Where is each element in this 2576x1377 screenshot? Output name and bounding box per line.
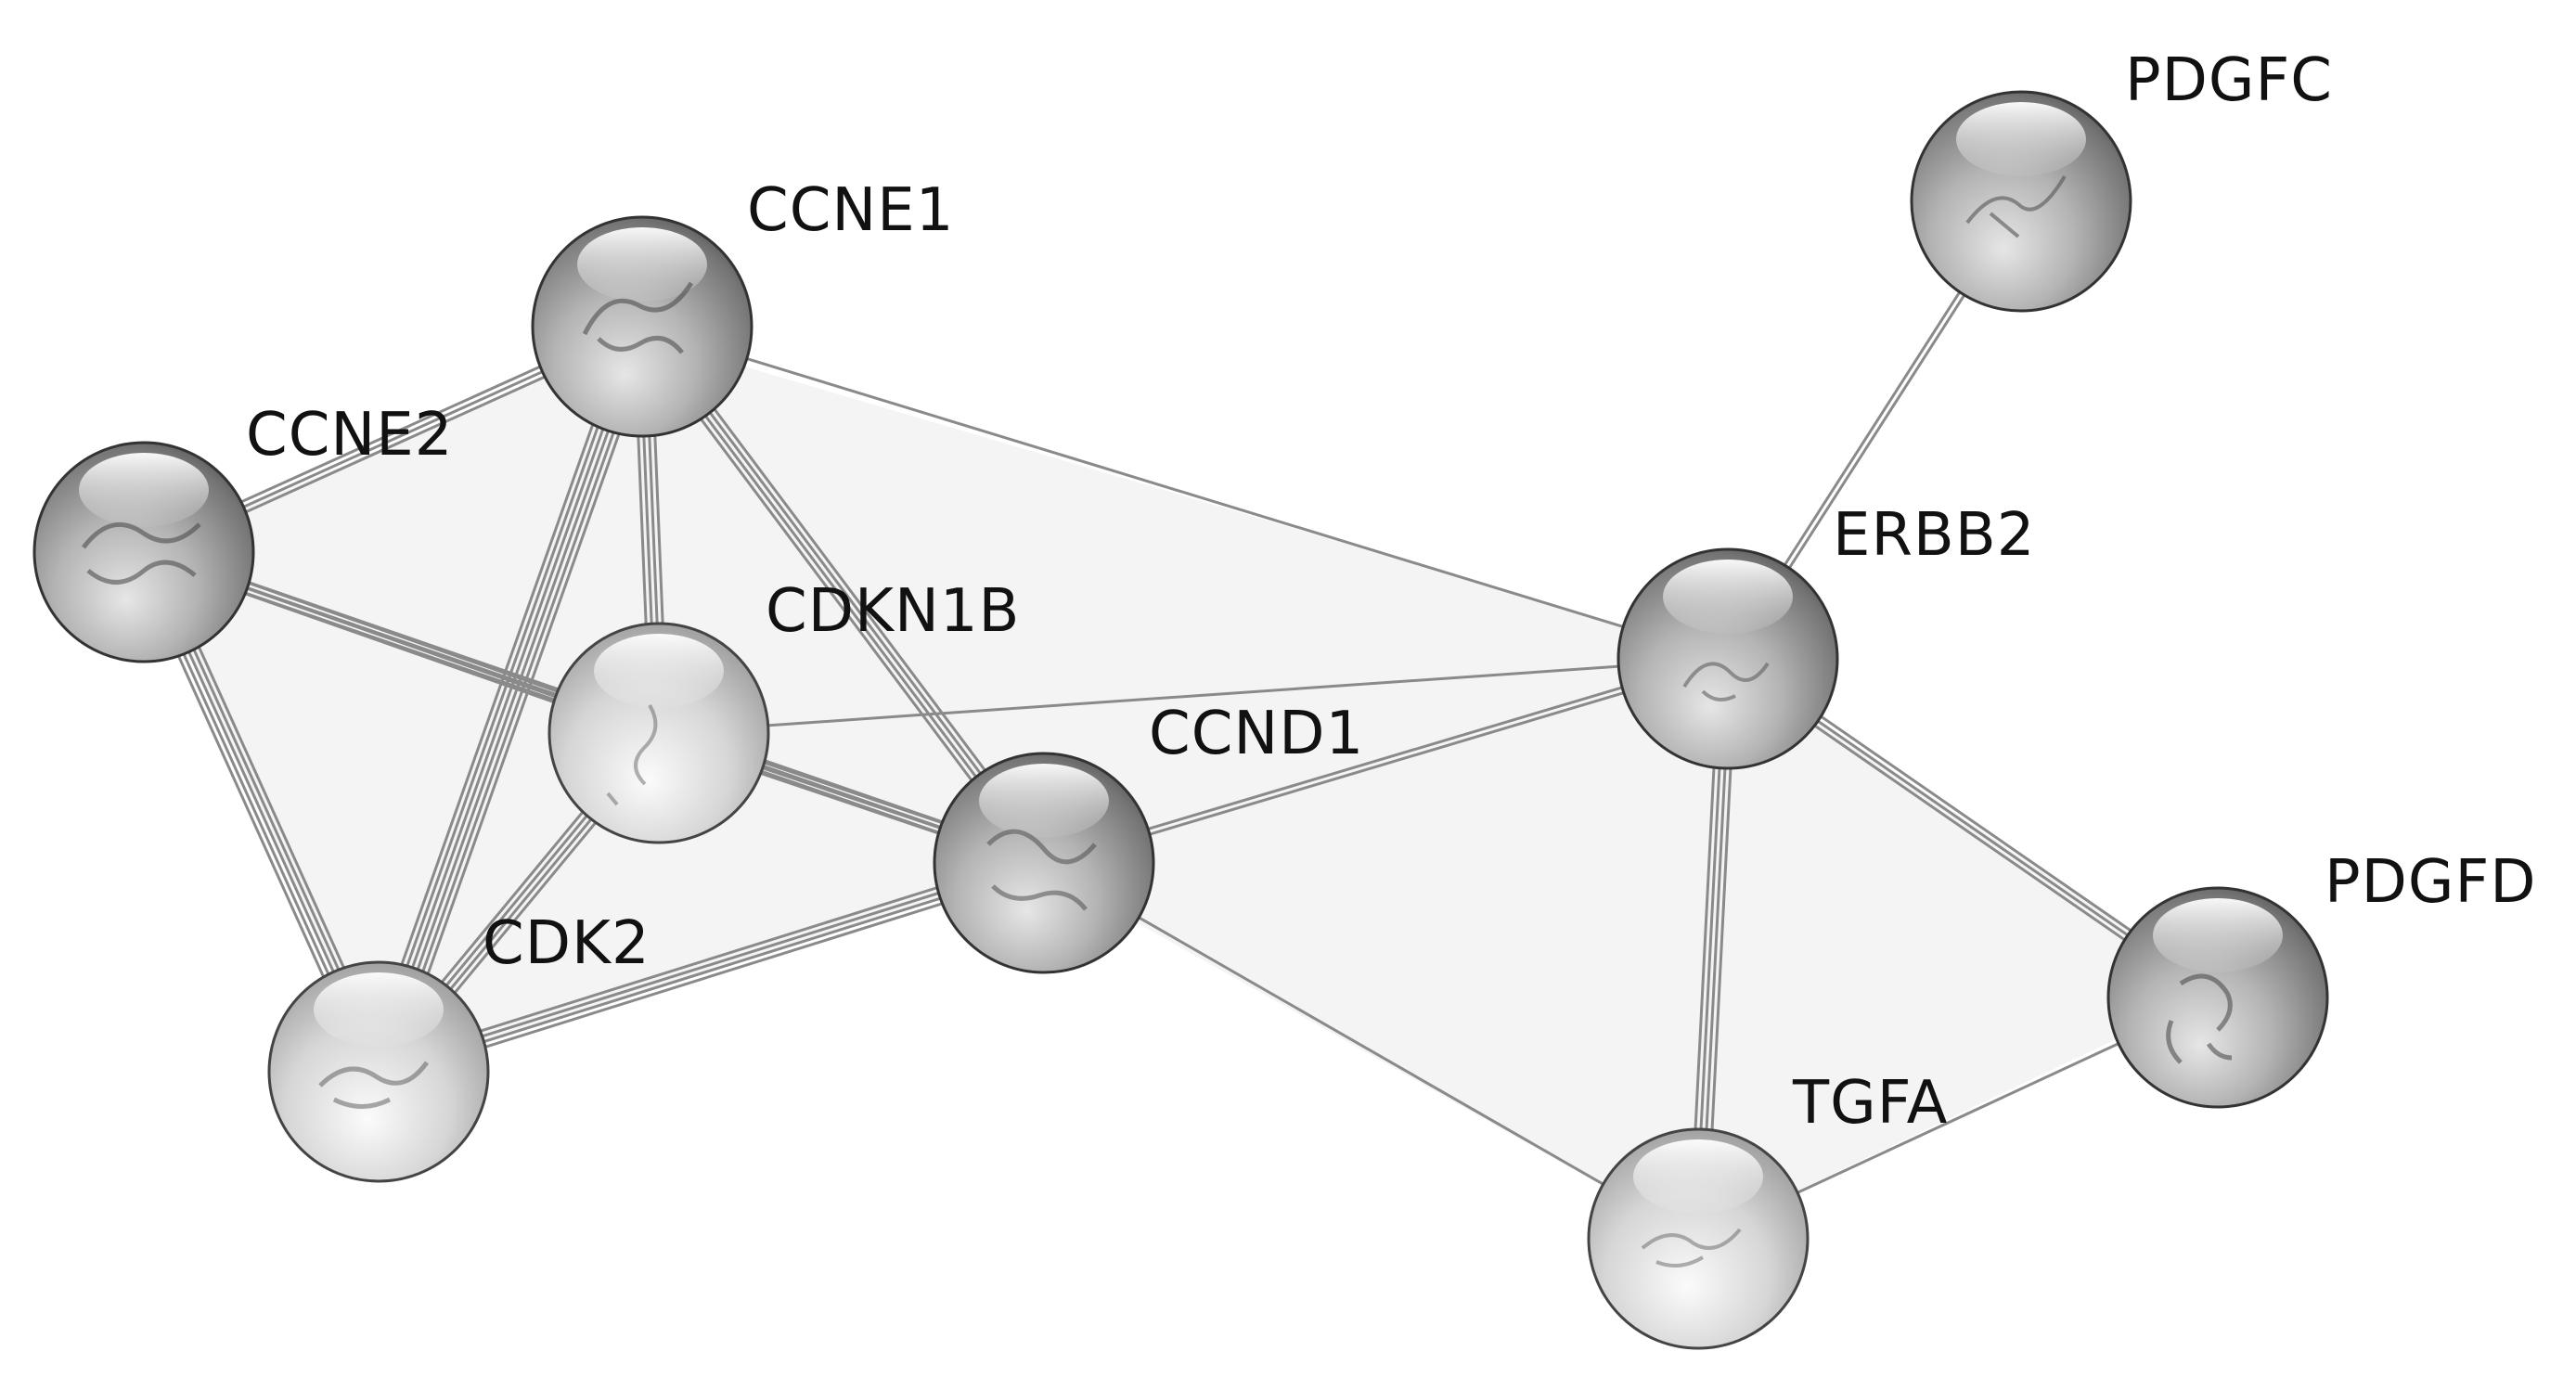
edge-CCND1-TGFA	[1043, 861, 1699, 1241]
node-PDGFC[interactable]: PDGFC	[1910, 46, 2333, 313]
edge-CCND1-ERBB2	[1042, 654, 1730, 868]
node-label-PDGFC: PDGFC	[2125, 46, 2333, 115]
edge-line	[380, 869, 1048, 1082]
node-label-CDKN1B: CDKN1B	[766, 577, 1020, 646]
edge-line	[658, 657, 1729, 735]
edge-line	[643, 324, 1048, 863]
edge-line	[648, 320, 1052, 859]
node-label-PDGFD: PDGFD	[2325, 848, 2537, 917]
edge-CCNE1-CDK2	[364, 321, 657, 1077]
node-label-ERBB2: ERBB2	[1833, 501, 2035, 570]
node-PDGFD[interactable]: PDGFD	[2106, 848, 2537, 1109]
edge-line	[1044, 660, 1730, 868]
edge-line	[634, 330, 1038, 869]
edge-line	[364, 321, 631, 1068]
node-TGFA[interactable]: TGFA	[1587, 1069, 1948, 1350]
node-label-CCNE1: CCNE1	[747, 176, 954, 245]
edge-line	[385, 328, 651, 1075]
edge-line	[377, 858, 1044, 1071]
edge-line	[375, 853, 1042, 1065]
node-label-CDK2: CDK2	[483, 909, 650, 978]
edge-line	[390, 330, 657, 1077]
edge-line	[638, 327, 1043, 866]
node-CCNE1[interactable]: CCNE1	[531, 176, 954, 438]
node-CDK2[interactable]: CDK2	[267, 909, 650, 1183]
edge-line	[380, 327, 647, 1074]
node-CCND1[interactable]: CCND1	[933, 700, 1364, 974]
edge-CCNE1-CCND1	[634, 320, 1052, 869]
node-CDKN1B[interactable]: CDKN1B	[547, 577, 1020, 844]
node-label-CCNE2: CCNE2	[246, 401, 453, 470]
edge-line	[369, 323, 636, 1070]
edge-line	[1042, 654, 1728, 862]
edge-line	[1043, 861, 1699, 1241]
node-ERBB2[interactable]: ERBB2	[1616, 501, 2035, 770]
edge-CDKN1B-ERBB2	[658, 657, 1729, 735]
edge-line	[374, 325, 641, 1072]
edge-line	[641, 325, 1729, 661]
edge-line	[379, 864, 1046, 1076]
node-CCNE2[interactable]: CCNE2	[32, 401, 453, 663]
node-label-CCND1: CCND1	[1149, 700, 1364, 768]
edge-CCND1-CDK2	[375, 853, 1048, 1082]
node-label-TGFA: TGFA	[1792, 1069, 1948, 1138]
nodes-layer: PDGFC CCNE1 CCNE2 CDKN1B ERBB2	[32, 46, 2537, 1350]
edge-CCNE1-ERBB2	[641, 325, 1729, 661]
cluster-shading	[144, 336, 2218, 1239]
